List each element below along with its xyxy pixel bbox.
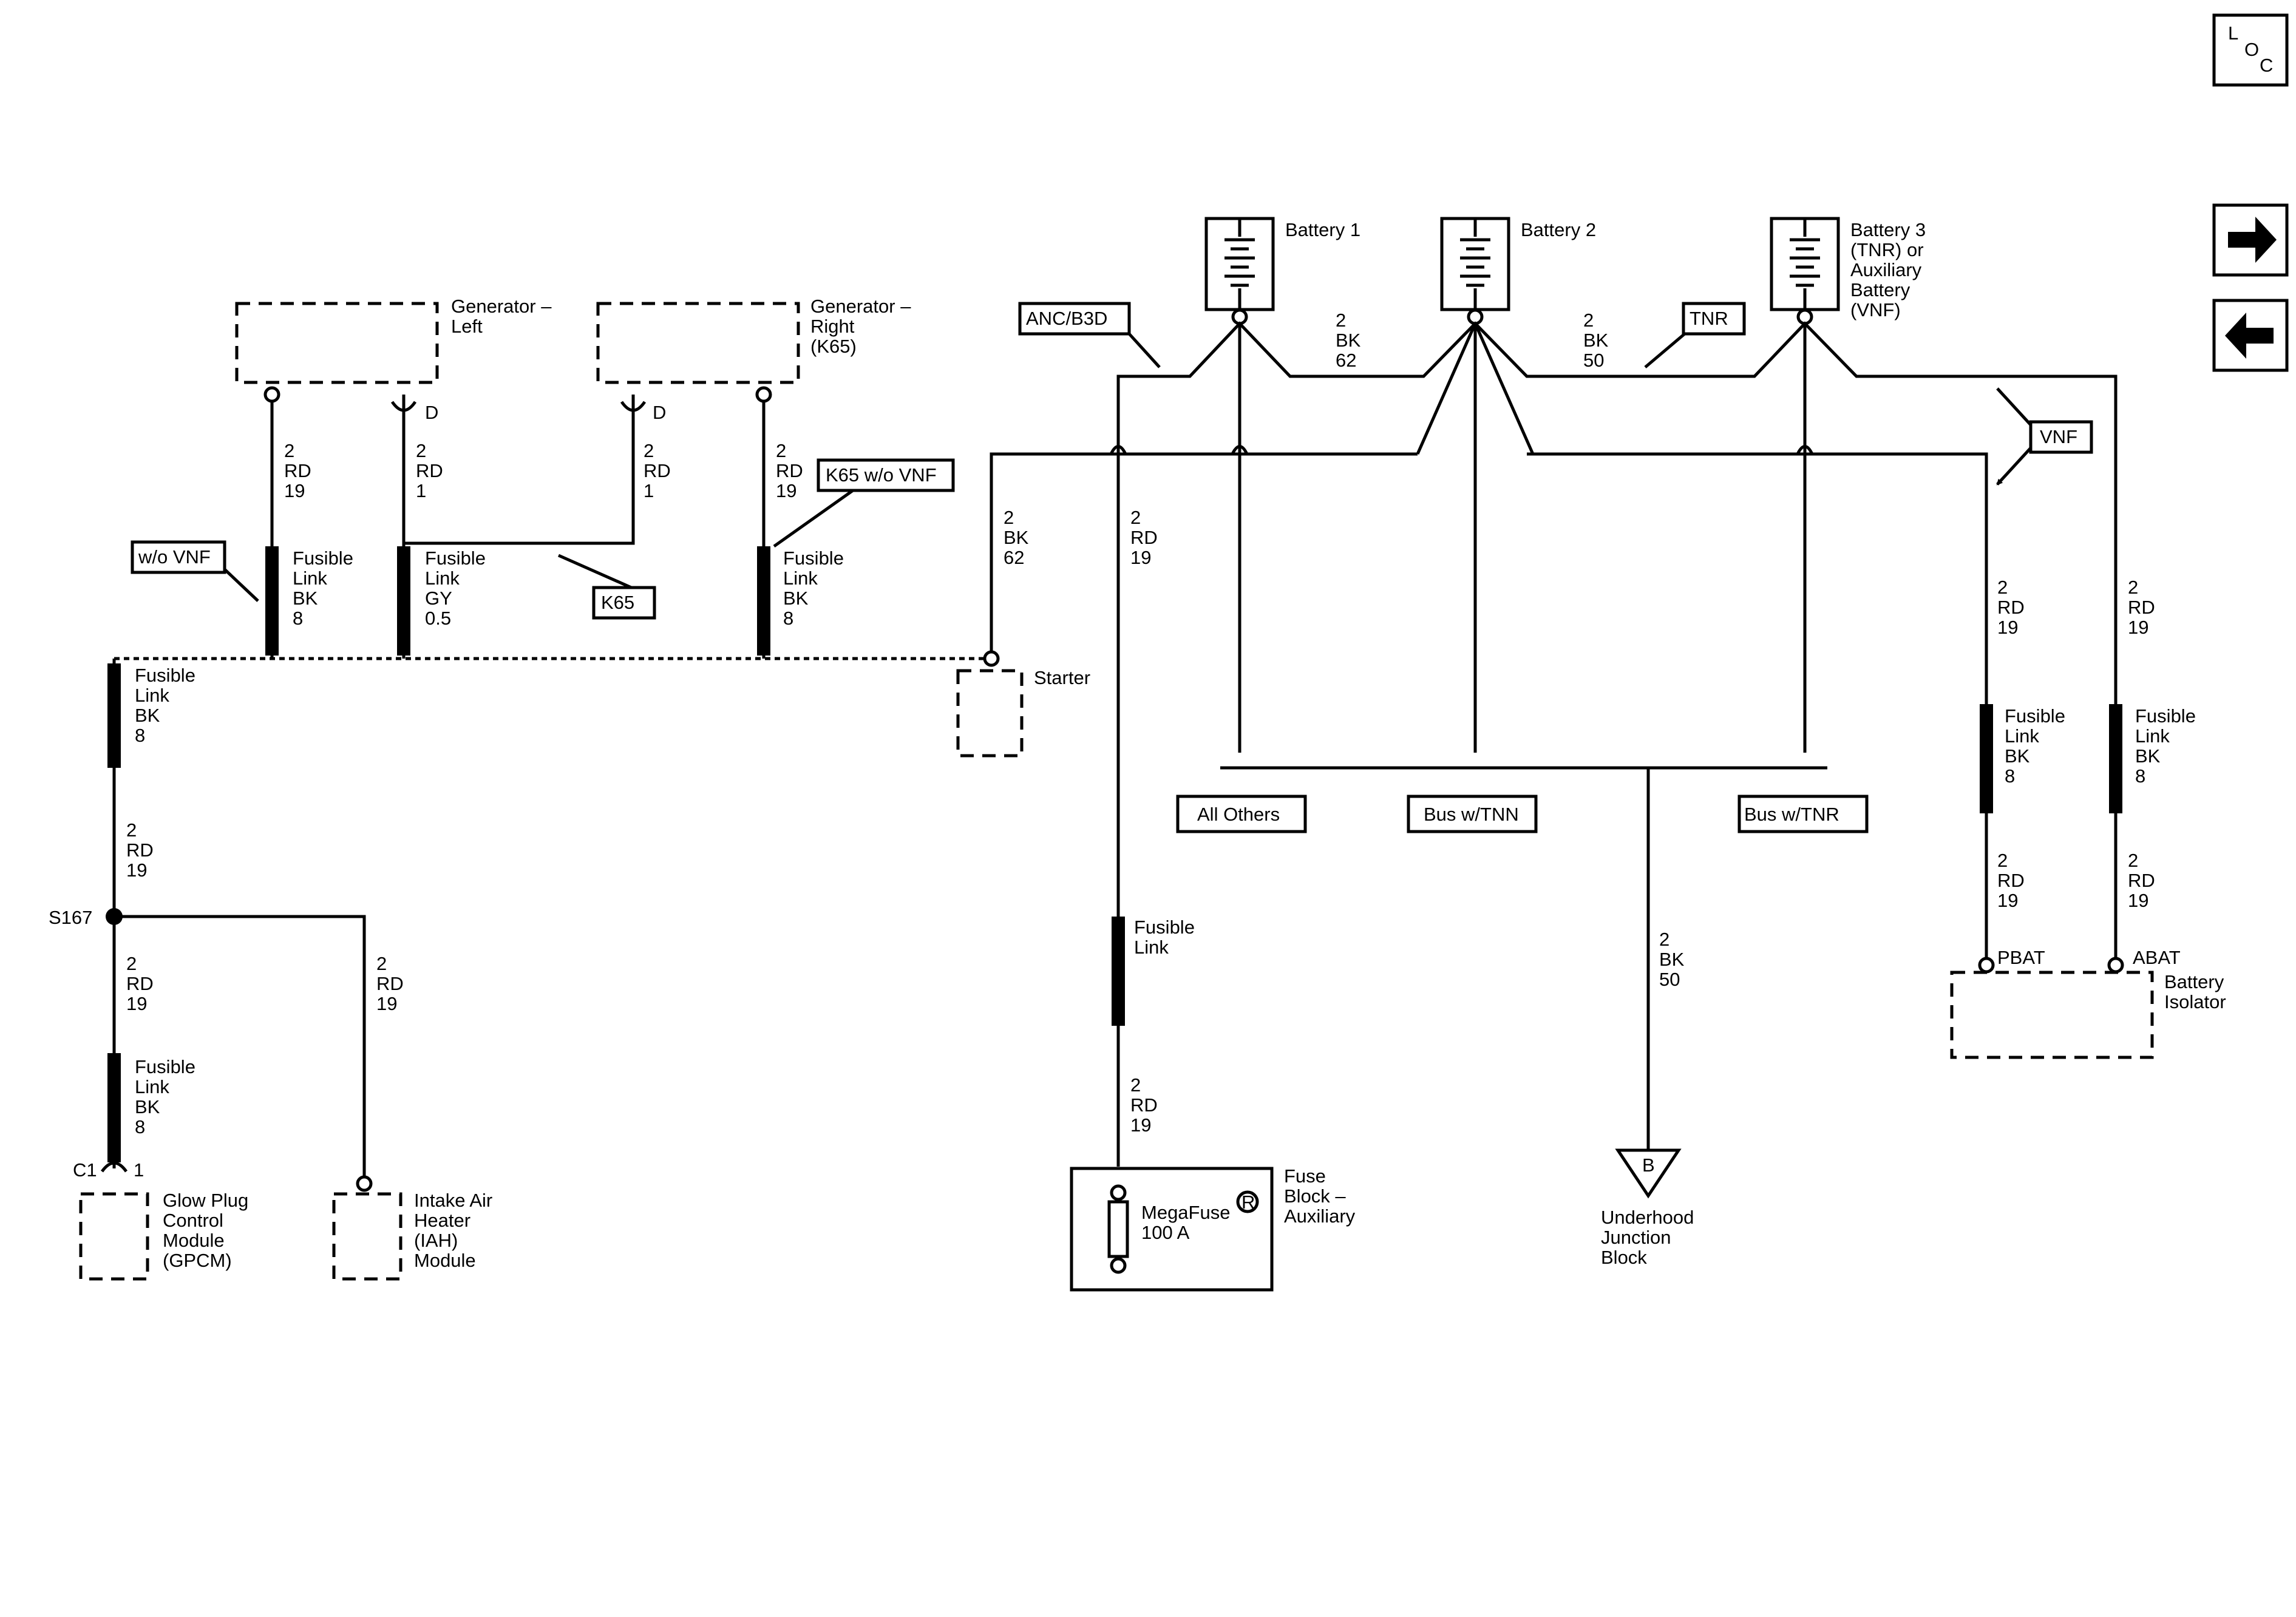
svg-text:K65 w/o VNF: K65 w/o VNF xyxy=(826,464,937,486)
arrow-right-icon xyxy=(2228,217,2277,263)
svg-text:1: 1 xyxy=(134,1159,144,1181)
ground-b xyxy=(1615,1148,1682,1199)
splice-s167 xyxy=(106,908,123,925)
gpcm-box xyxy=(79,1192,149,1281)
svg-text:ANC/B3D: ANC/B3D xyxy=(1026,308,1107,329)
svg-text:Generator –Left: Generator –Left xyxy=(451,296,552,337)
svg-text:C: C xyxy=(2260,55,2273,76)
svg-text:S167: S167 xyxy=(49,907,92,928)
svg-text:TNR: TNR xyxy=(1690,308,1728,329)
svg-text:ABAT: ABAT xyxy=(2133,947,2181,968)
generator-right-box xyxy=(596,302,800,384)
svg-text:O: O xyxy=(2244,39,2259,60)
pin-labels: D D C1 1 PBAT ABAT S167 xyxy=(49,402,2181,1181)
component-labels: Generator –Left Generator –Right(K65) St… xyxy=(163,219,2226,1271)
svg-text:D: D xyxy=(425,402,438,423)
option-labels: w/o VNF K65 K65 w/o VNF ANC/B3D TNR VNF All … xyxy=(138,308,2077,825)
svg-text:B: B xyxy=(1642,1154,1655,1176)
next-page-button[interactable] xyxy=(2212,203,2289,277)
svg-text:Starter: Starter xyxy=(1034,667,1090,688)
starter-box xyxy=(956,669,1024,758)
previous-page-button[interactable] xyxy=(2212,299,2289,372)
svg-text:Generator –Right(K65): Generator –Right(K65) xyxy=(810,296,911,357)
svg-text:K65: K65 xyxy=(601,592,634,613)
svg-text:D: D xyxy=(653,402,666,423)
svg-text:C1: C1 xyxy=(73,1159,97,1181)
svg-text:VNF: VNF xyxy=(2040,426,2077,447)
generator-left-box xyxy=(235,302,439,384)
svg-text:PBAT: PBAT xyxy=(1997,947,2045,968)
isolator-box xyxy=(1950,971,2154,1059)
arrow-left-icon xyxy=(2225,313,2274,359)
svg-text:R: R xyxy=(1241,1192,1255,1213)
svg-text:Bus w/TNR: Bus w/TNR xyxy=(1744,804,1839,825)
svg-text:Battery 2: Battery 2 xyxy=(1521,219,1596,240)
svg-text:Battery 1: Battery 1 xyxy=(1285,219,1360,240)
svg-text:Bus w/TNN: Bus w/TNN xyxy=(1424,804,1519,825)
svg-text:All Others: All Others xyxy=(1197,804,1280,825)
svg-text:L: L xyxy=(2228,22,2238,44)
svg-text:w/o VNF: w/o VNF xyxy=(138,546,211,568)
megafuse xyxy=(1107,1200,1129,1258)
loc-button[interactable]: LOC xyxy=(2212,13,2289,87)
iah-box xyxy=(332,1192,402,1281)
fuse-block-auxiliary xyxy=(1070,1167,1274,1292)
